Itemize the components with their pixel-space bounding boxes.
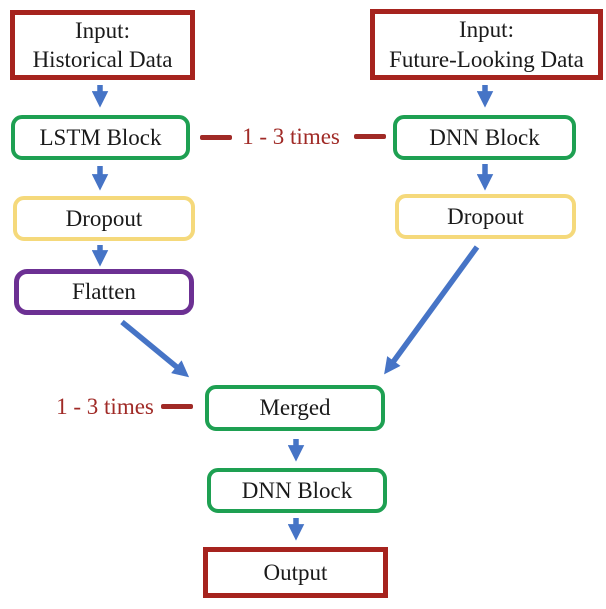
input-historical-box: Input: Historical Data [10,10,195,80]
repeat-times-label-top: 1 - 3 times [242,124,340,149]
arrow-flatten-to-merged [120,319,190,378]
input-historical-line1: Input: [75,17,130,43]
repeat-dash-merged [161,404,193,409]
input-future-line1: Input: [459,17,514,43]
input-future-line2: Future-Looking Data [389,46,584,72]
flatten-label: Flatten [72,279,136,305]
dnn-block-bottom-label: DNN Block [241,477,353,503]
dnn-block-top-label: DNN Block [429,124,540,150]
output-box: Output [203,547,388,598]
dnn-block-top-box: DNN Block [393,115,576,160]
input-historical-line2: Historical Data [32,47,173,72]
repeat-times-label-merged: 1 - 3 times [56,394,154,419]
merged-box: Merged [205,385,385,431]
repeat-dash-top-right [354,134,386,139]
dnn-block-bottom-box: DNN Block [207,468,387,513]
dropout-left-label: Dropout [65,205,143,231]
dropout-left-box: Dropout [13,196,195,241]
input-future-box: Input: Future-Looking Data [370,9,603,80]
dropout-right-label: Dropout [447,203,524,229]
dropout-right-box: Dropout [395,194,576,239]
repeat-dash-top-left [200,135,232,140]
merged-label: Merged [259,395,331,421]
lstm-block-label: LSTM Block [39,124,162,150]
output-label: Output [263,559,328,585]
lstm-block-box: LSTM Block [11,115,190,160]
arrow-dropout-right-to-merged [384,245,480,375]
flatten-box: Flatten [14,269,194,315]
